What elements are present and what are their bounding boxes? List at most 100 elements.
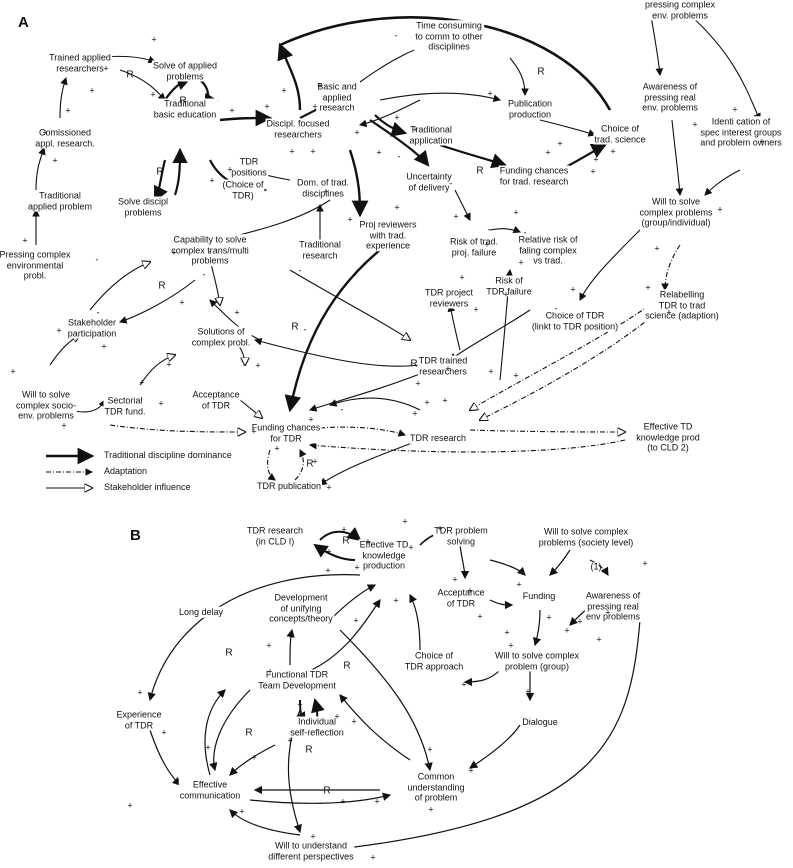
polarity-plus: + — [488, 366, 494, 377]
polarity-plus: + — [209, 175, 215, 186]
polarity-plus: + — [394, 202, 400, 213]
polarity-plus: + — [473, 304, 479, 315]
link — [172, 147, 188, 196]
polarity-plus: + — [415, 378, 421, 389]
polarity-plus: + — [518, 257, 524, 268]
link — [266, 449, 276, 481]
polarity-plus: + — [151, 34, 157, 45]
loop-label-r: R — [306, 458, 314, 470]
polarity-plus: + — [347, 214, 353, 225]
legend-bold-label: Traditional discipline dominance — [104, 450, 232, 460]
polarity-minus: - — [449, 178, 453, 189]
polarity-plus: + — [251, 426, 257, 437]
link — [509, 57, 529, 97]
polarity-plus: + — [229, 105, 235, 116]
polarity-plus: + — [376, 147, 382, 158]
loop-label-r: R — [158, 280, 166, 292]
link — [319, 426, 407, 437]
polarity-minus: - — [397, 151, 401, 162]
link — [579, 229, 641, 301]
polarity-plus: + — [508, 640, 514, 651]
polarity-plus: + — [239, 806, 245, 817]
link — [348, 149, 369, 218]
polarity-plus: + — [468, 765, 474, 776]
polarity-plus: + — [370, 852, 376, 863]
polarity-plus: + — [545, 147, 551, 158]
node-a-dom-trad: Dom. of trad.disciplines — [295, 177, 351, 199]
polarity-plus: + — [564, 625, 570, 636]
polarity-minus: - — [523, 227, 527, 238]
polarity-plus: + — [428, 804, 434, 815]
polarity-plus: + — [341, 524, 347, 535]
loop-label-r: R — [476, 165, 484, 177]
link — [469, 430, 625, 432]
polarity-plus: + — [297, 699, 303, 710]
link — [689, 14, 761, 121]
polarity-plus: + — [605, 607, 611, 618]
polarity-minus: - — [487, 224, 491, 235]
polarity-plus: + — [205, 742, 211, 753]
link — [447, 303, 461, 351]
legend-hollow-label: Stakeholder influence — [104, 482, 191, 492]
link — [319, 527, 362, 542]
polarity-plus: + — [354, 127, 360, 138]
link — [468, 724, 521, 769]
polarity-plus: + — [570, 284, 576, 295]
link — [284, 249, 381, 413]
polarity-plus: + — [234, 307, 240, 318]
polarity-plus: + — [445, 363, 451, 374]
link — [294, 449, 307, 481]
link — [89, 262, 150, 311]
polarity-plus: + — [10, 366, 16, 377]
loop-label-r: R — [537, 66, 545, 78]
link — [489, 599, 514, 610]
polarity-plus: + — [56, 325, 62, 336]
polarity-plus: + — [427, 744, 433, 755]
legend-lines — [46, 447, 95, 488]
polarity-plus: + — [351, 716, 357, 727]
polarity-plus: + — [610, 146, 616, 157]
link — [229, 809, 301, 836]
link — [253, 337, 421, 367]
polarity-plus: + — [408, 542, 414, 553]
polarity-plus: + — [487, 88, 493, 99]
polarity-plus: + — [513, 370, 519, 381]
polarity-plus: + — [513, 207, 519, 218]
loop-label-r: R — [245, 727, 253, 739]
polarity-plus: + — [267, 666, 273, 677]
link — [209, 689, 251, 772]
polarity-plus: + — [137, 687, 143, 698]
polarity-plus: + — [484, 239, 490, 250]
link — [308, 439, 626, 453]
polarity-plus: + — [577, 616, 583, 627]
loop-label-r: R — [291, 321, 299, 333]
polarity-plus: + — [179, 297, 185, 308]
loop-label-r: R — [126, 69, 134, 81]
loop-label-r: R — [179, 95, 187, 107]
link — [409, 593, 421, 651]
link — [489, 225, 522, 234]
link — [671, 119, 684, 197]
link — [328, 619, 641, 854]
link — [704, 169, 741, 196]
polarity-plus: + — [452, 574, 458, 585]
node-b-funding: Funding — [521, 590, 557, 602]
link — [319, 439, 421, 486]
link — [313, 543, 356, 561]
